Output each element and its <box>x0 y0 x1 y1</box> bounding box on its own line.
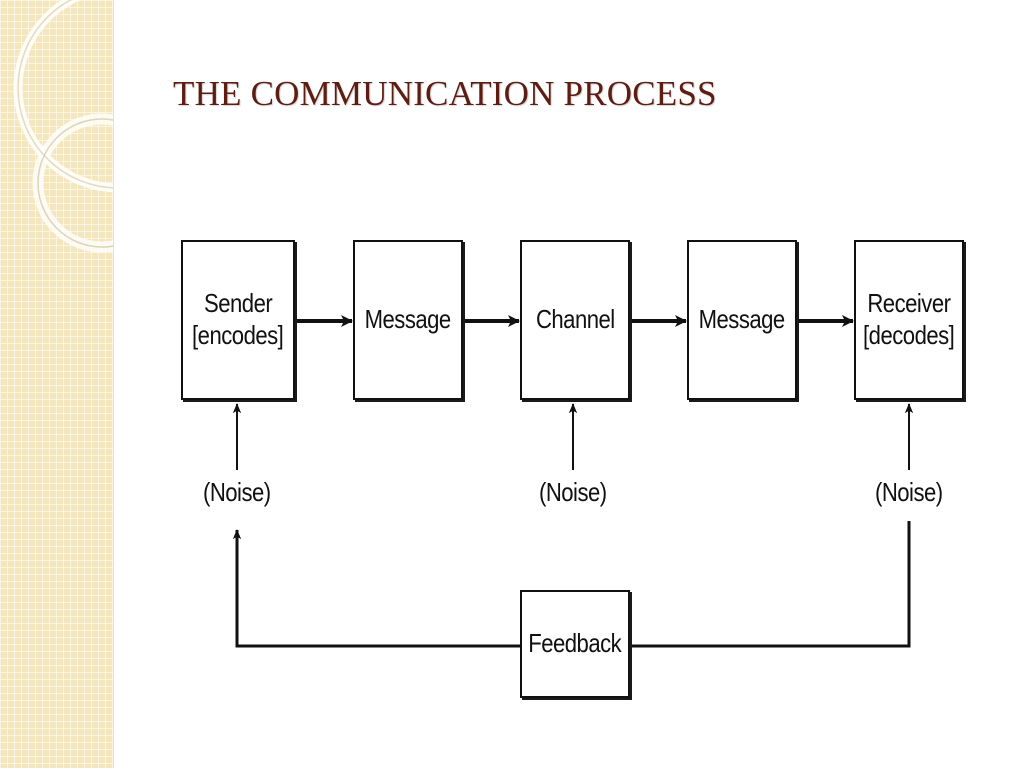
noise-label-channel: (Noise) <box>539 477 607 507</box>
edge-feedback-to-sender-noise <box>232 529 521 648</box>
sender-box: Sender [encodes] <box>181 240 295 400</box>
message-box-2: Message <box>687 240 797 400</box>
receiver-label: Receiver <box>867 288 951 319</box>
message-box-1: Message <box>353 240 463 400</box>
sender-label: Sender <box>203 288 273 319</box>
edge-receiver-to-feedback <box>631 521 911 648</box>
noise-label-receiver: (Noise) <box>875 477 943 507</box>
page-title: THE COMMUNICATION PROCESS <box>173 74 717 113</box>
channel-label: Channel <box>535 304 615 335</box>
feedback-box: Feedback <box>520 590 630 698</box>
message-label-2: Message <box>698 304 786 335</box>
noise-label-sender: (Noise) <box>203 477 271 507</box>
receiver-sublabel: [decodes] <box>863 320 955 350</box>
sender-sublabel: [encodes] <box>192 320 284 350</box>
receiver-box: Receiver [decodes] <box>854 240 964 400</box>
decorative-rings <box>13 0 113 253</box>
message-label-1: Message <box>364 304 452 335</box>
feedback-label: Feedback <box>528 628 622 659</box>
channel-box: Channel <box>520 240 630 400</box>
decorative-side-strip <box>0 0 114 768</box>
